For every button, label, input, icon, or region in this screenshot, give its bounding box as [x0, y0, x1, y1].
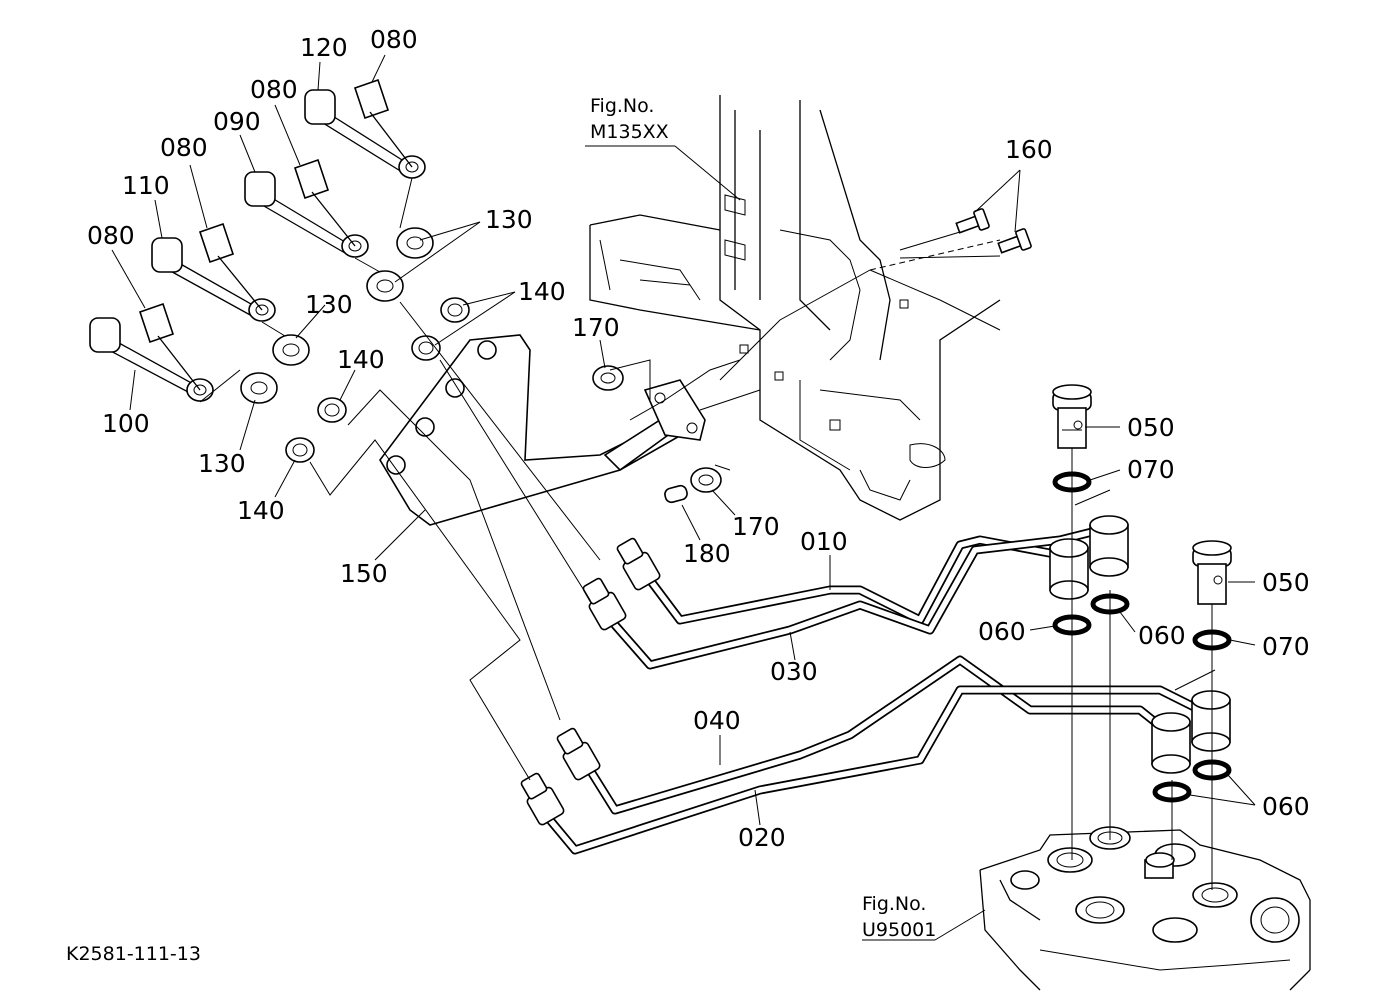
label-090: 090: [213, 107, 261, 136]
label-140-b: 140: [337, 345, 385, 374]
part-labels: 120 080 080 090 080 110 080 100 130 130 …: [87, 25, 1310, 852]
label-180: 180: [683, 539, 731, 568]
label-150: 150: [340, 559, 388, 588]
label-050-b: 050: [1262, 568, 1310, 597]
mounting-plate: [643, 379, 706, 441]
label-170-b: 170: [732, 512, 780, 541]
diagram-id: K2581-111-13: [66, 943, 201, 965]
label-140-c: 140: [237, 496, 285, 525]
nuts-130: [240, 227, 434, 404]
nut-170-lower: [690, 467, 722, 493]
bracket-150: [379, 334, 692, 526]
label-070-a: 070: [1127, 455, 1175, 484]
label-060-b: 060: [1138, 621, 1186, 650]
pipe-020: [545, 685, 1205, 855]
fig-ref-upper-line2: M135XX: [590, 121, 669, 143]
nut-170-upper: [592, 365, 624, 391]
hose-assemblies: [89, 78, 426, 402]
label-060-a: 060: [978, 617, 1026, 646]
label-050-a: 050: [1127, 413, 1175, 442]
assembly-guide-lines: [199, 177, 1001, 781]
pipe-010: [645, 535, 1065, 625]
label-170-a: 170: [572, 313, 620, 342]
label-100: 100: [102, 409, 150, 438]
pipe-040: [585, 655, 1170, 815]
o-rings: [1052, 471, 1232, 803]
label-130-a: 130: [485, 205, 533, 234]
fig-ref-lower-line2: U95001: [862, 919, 936, 941]
label-080-a: 080: [370, 25, 418, 54]
banjo-bolt-050-upper: [1052, 384, 1092, 449]
label-120: 120: [300, 33, 348, 62]
lower-valve-body: [979, 826, 1311, 991]
label-070-b: 070: [1262, 632, 1310, 661]
pipe-030: [610, 525, 1105, 670]
label-080-b: 080: [250, 75, 298, 104]
fig-ref-upper-line1: Fig.No.: [590, 95, 654, 117]
label-110: 110: [122, 171, 170, 200]
label-020: 020: [738, 823, 786, 852]
bolts-160: [955, 208, 1032, 254]
leader-lines: [111, 54, 1256, 941]
label-160: 160: [1005, 135, 1053, 164]
label-130-c: 130: [198, 449, 246, 478]
banjo-bolt-050-lower: [1192, 540, 1232, 605]
label-030: 030: [770, 657, 818, 686]
label-060-c: 060: [1262, 792, 1310, 821]
washers-140: [285, 297, 470, 463]
label-010: 010: [800, 527, 848, 556]
label-080-c: 080: [160, 133, 208, 162]
label-040: 040: [693, 706, 741, 735]
upper-housing: [589, 95, 1001, 521]
fig-ref-lower-line1: Fig.No.: [862, 893, 926, 915]
label-130-b: 130: [305, 290, 353, 319]
label-080-d: 080: [87, 221, 135, 250]
figure-references: Fig.No. M135XX Fig.No. U95001: [590, 95, 936, 941]
pipe-fittings: [520, 515, 1231, 826]
label-140-a: 140: [518, 277, 566, 306]
pin-180: [664, 484, 688, 504]
